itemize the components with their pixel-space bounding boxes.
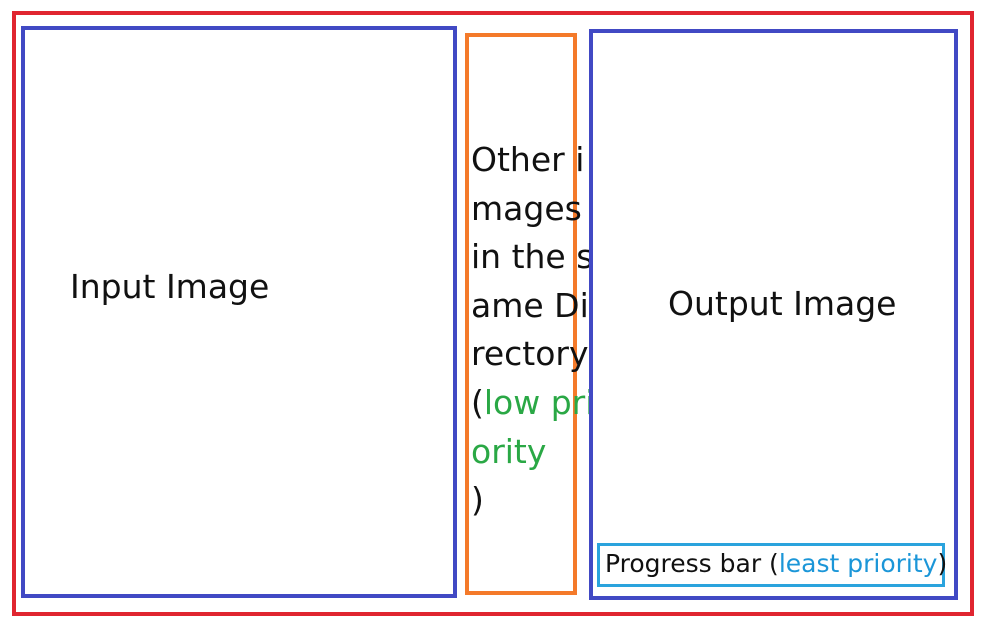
progress-bar-label: Progress bar (least priority): [605, 551, 947, 576]
input-image-panel: [21, 26, 457, 598]
close-paren: ): [471, 480, 484, 520]
progress-bar-suffix: ): [937, 549, 948, 578]
progress-bar-box: [597, 543, 945, 587]
low-priority-text: low priority: [471, 382, 595, 471]
outer-frame: [12, 11, 974, 616]
output-image-panel: [589, 29, 958, 600]
open-paren: (: [471, 382, 484, 422]
progress-bar-prefix: Progress bar (: [605, 549, 779, 578]
output-image-label: Output Image: [668, 284, 897, 323]
input-image-label: Input Image: [70, 267, 270, 306]
other-images-label: Other images in the same Directory (low …: [471, 136, 596, 525]
least-priority-text: least priority: [778, 549, 938, 578]
other-images-text: Other images in the same Directory: [471, 140, 594, 374]
other-images-panel: [465, 33, 577, 595]
